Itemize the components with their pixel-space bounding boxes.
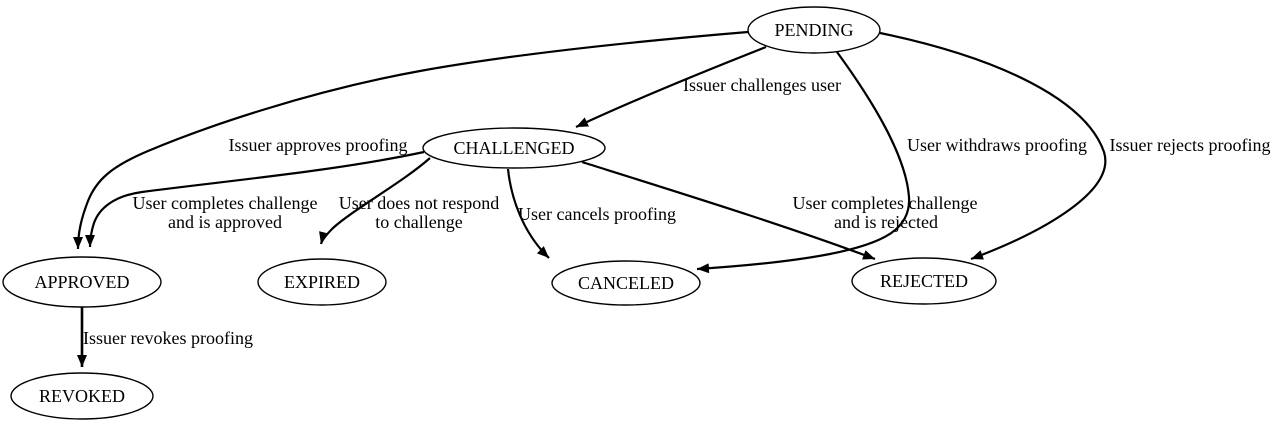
node-canceled-label: CANCELED	[578, 273, 674, 293]
edge-approved-revoked: Issuer revokes proofing	[77, 307, 253, 367]
node-expired-ellipse	[257, 258, 387, 306]
node-revoked: REVOKED	[10, 372, 154, 420]
node-challenged-label: CHALLENGED	[454, 138, 575, 158]
node-pending: PENDING	[747, 6, 881, 54]
edge-label-issuer-approves-proofing: Issuer approves proofing	[229, 135, 408, 155]
edge-pending-rejected: Issuer rejects proofing	[879, 31, 1271, 261]
node-revoked-ellipse	[10, 372, 154, 420]
node-approved-label: APPROVED	[34, 272, 129, 292]
node-approved: APPROVED	[2, 256, 162, 308]
node-rejected-ellipse	[851, 257, 997, 305]
node-expired: EXPIRED	[257, 258, 387, 306]
edge-pending-approved: Issuer approves proofing	[73, 30, 749, 250]
node-rejected: REJECTED	[851, 257, 997, 305]
edge-challenged-rejected-path	[581, 160, 876, 261]
edge-label-user-completes-challenge-approved-line2: and is approved	[168, 212, 282, 232]
edge-challenged-expired-path	[319, 157, 431, 245]
edges-layer: Issuer challenges user Issuer approves p…	[73, 30, 1271, 367]
edge-challenged-canceled-path	[506, 168, 550, 259]
edge-pending-rejected-path	[879, 31, 1107, 261]
edge-challenged-canceled: User cancels proofing	[506, 168, 676, 259]
edge-challenged-approved: User completes challenge and is approved	[85, 150, 425, 248]
edge-challenged-rejected: User completes challenge and is rejected	[581, 160, 978, 261]
node-pending-label: PENDING	[775, 20, 854, 40]
edge-pending-challenged: Issuer challenges user	[575, 45, 841, 128]
edge-label-user-does-not-respond-line1: User does not respond	[339, 193, 499, 213]
node-expired-label: EXPIRED	[284, 272, 360, 292]
node-rejected-label: REJECTED	[880, 271, 968, 291]
edge-label-issuer-rejects-proofing: Issuer rejects proofing	[1110, 135, 1271, 155]
edge-label-issuer-revokes-proofing: Issuer revokes proofing	[83, 328, 253, 348]
edge-label-issuer-challenges-user: Issuer challenges user	[683, 75, 841, 95]
edge-pending-approved-path	[73, 30, 749, 250]
node-challenged-ellipse	[422, 127, 606, 169]
edge-label-user-completes-challenge-approved-line1: User completes challenge	[133, 193, 318, 213]
node-pending-ellipse	[747, 6, 881, 54]
node-revoked-label: REVOKED	[39, 386, 125, 406]
edge-pending-challenged-path	[575, 45, 767, 128]
edge-label-user-withdraws-proofing: User withdraws proofing	[907, 135, 1087, 155]
edge-challenged-expired: User does not respond to challenge	[319, 157, 499, 245]
node-canceled-ellipse	[551, 260, 701, 306]
edge-label-user-completes-challenge-rejected-line1: User completes challenge	[793, 193, 978, 213]
edge-label-user-cancels-proofing: User cancels proofing	[518, 204, 676, 224]
edge-pending-canceled-path	[696, 51, 911, 274]
edge-label-user-completes-challenge-rejected-line2: and is rejected	[834, 212, 938, 232]
edge-pending-canceled: User withdraws proofing	[696, 51, 1087, 274]
edge-challenged-approved-path	[85, 150, 425, 248]
node-canceled: CANCELED	[551, 260, 701, 306]
edge-label-user-does-not-respond-line2: to challenge	[375, 212, 462, 232]
node-approved-ellipse	[2, 256, 162, 308]
node-challenged: CHALLENGED	[422, 127, 606, 169]
nodes-layer: PENDING CHALLENGED APPROVED EXPIRED CANC…	[2, 6, 997, 420]
